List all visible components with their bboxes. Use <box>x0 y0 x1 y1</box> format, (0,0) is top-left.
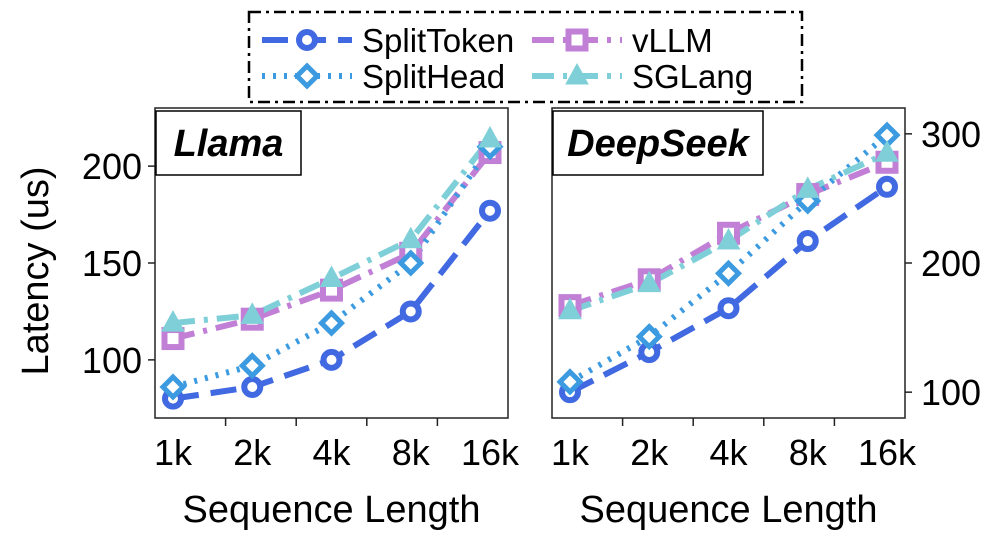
y-axis-label: Latency (us) <box>15 166 57 375</box>
legend-entry-splittoken: SplitToken <box>262 22 514 59</box>
panel-title: DeepSeek <box>567 123 751 165</box>
data-point-sglang <box>875 140 899 162</box>
data-point-splittoken <box>479 199 501 222</box>
data-point-splittoken <box>241 376 264 398</box>
y-tick-label: 300 <box>921 114 981 155</box>
legend-marker-vllm <box>565 28 589 52</box>
data-point-splittoken <box>399 300 422 323</box>
legend-label-vllm: vLLM <box>632 22 713 59</box>
series-line-sglang <box>172 137 493 327</box>
data-point-splittoken <box>320 348 343 371</box>
legend-marker-sglang <box>565 62 589 85</box>
data-point-sglang <box>716 228 741 250</box>
legend-marker-splittoken <box>296 29 318 51</box>
y-tick-label: 150 <box>82 243 142 284</box>
x-tick-label: 4k <box>312 432 351 473</box>
x-tick-label: 2k <box>630 432 669 473</box>
data-point-splittoken <box>717 297 740 320</box>
y-tick-label: 100 <box>82 340 142 381</box>
series-line-vllm <box>569 159 889 309</box>
data-point-sglang <box>319 265 344 287</box>
x-tick-label: 1k <box>551 432 590 473</box>
data-point-splithead <box>397 249 425 277</box>
data-point-splithead <box>159 373 187 401</box>
x-axis-label: Sequence Length <box>183 489 481 531</box>
data-point-sglang <box>398 226 423 249</box>
data-point-sglang <box>240 302 265 324</box>
data-point-sglang <box>795 176 820 198</box>
panel-title: Llama <box>174 123 284 165</box>
x-tick-label: 16k <box>461 432 520 473</box>
legend-label-splithead: SplitHead <box>362 58 505 95</box>
data-point-sglang <box>558 297 582 320</box>
series-line-splittoken <box>568 184 889 395</box>
y-tick-label: 200 <box>82 146 142 187</box>
y-tick-label: 100 <box>921 372 981 413</box>
panel-title-box <box>155 110 302 176</box>
legend-entry-vllm: vLLM <box>532 22 713 59</box>
data-point-splithead <box>556 368 584 396</box>
legend-frame <box>247 10 804 104</box>
legend-label-sglang: SGLang <box>632 58 753 95</box>
x-tick-label: 8k <box>392 432 431 473</box>
data-point-sglang <box>478 125 502 148</box>
y-tick-label: 200 <box>921 243 981 284</box>
data-point-vllm <box>161 327 185 351</box>
panel-title-box <box>552 110 764 176</box>
data-point-splithead <box>635 323 663 351</box>
data-point-splithead <box>714 259 743 287</box>
data-point-sglang <box>161 310 185 332</box>
x-tick-label: 1k <box>154 432 193 473</box>
data-point-splittoken <box>796 230 819 253</box>
legend-entry-sglang: SGLang <box>532 58 753 95</box>
x-axis-label: Sequence Length <box>580 489 878 531</box>
x-tick-label: 16k <box>858 432 917 473</box>
legend-entry-splithead: SplitHead <box>262 58 505 95</box>
x-tick-label: 2k <box>233 432 272 473</box>
data-point-sglang <box>637 270 662 293</box>
x-tick-label: 8k <box>789 432 828 473</box>
x-tick-label: 4k <box>709 432 748 473</box>
legend-label-splittoken: SplitToken <box>362 22 514 59</box>
series-line-sglang <box>569 150 889 314</box>
legend: SplitToken vLLM SplitHead SGLang <box>247 10 804 104</box>
legend-marker-splithead <box>293 62 321 90</box>
data-point-splithead <box>238 352 266 380</box>
data-point-splithead <box>317 309 346 337</box>
data-point-splittoken <box>876 175 898 198</box>
